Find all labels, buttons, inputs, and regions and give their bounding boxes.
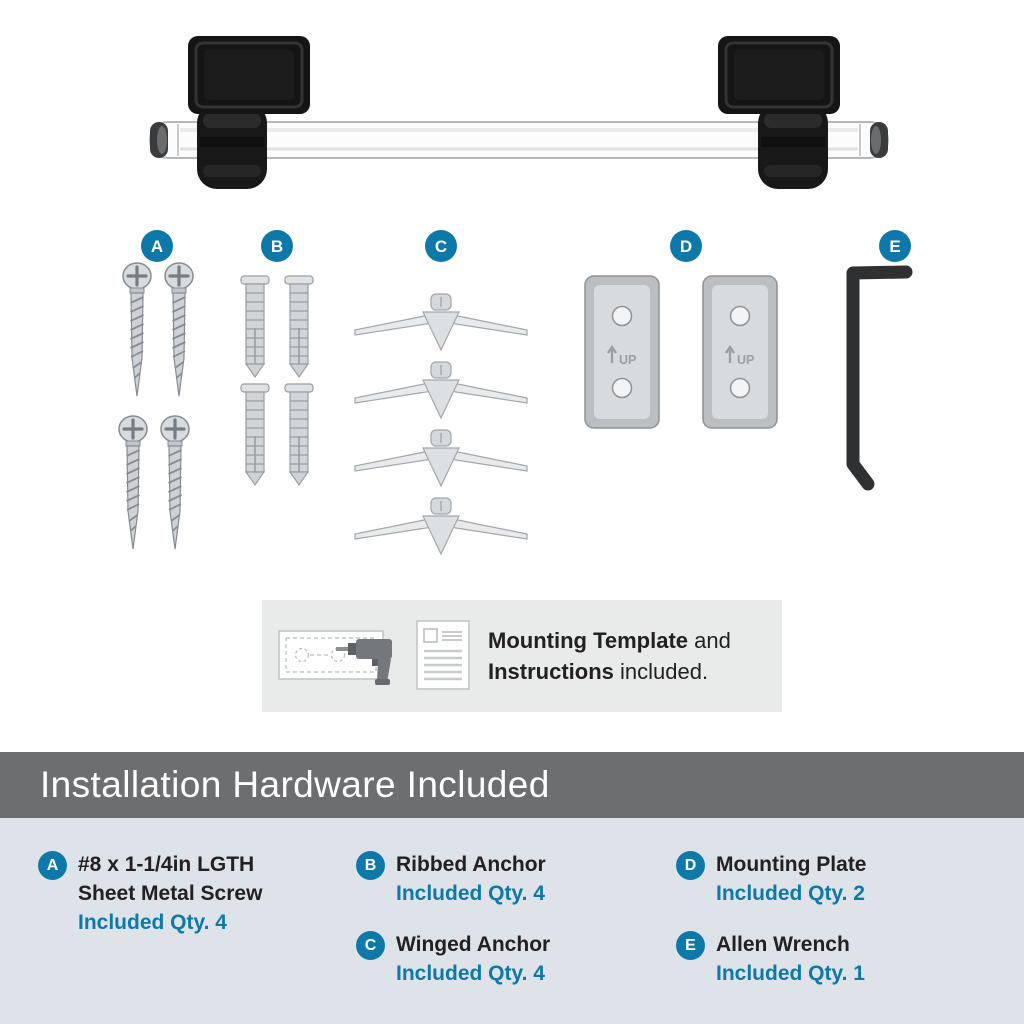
item-qty: Included Qty. 4 xyxy=(78,911,227,934)
right-collar xyxy=(758,103,828,189)
item-text-d: Mounting Plate Included Qty. 2 xyxy=(716,850,867,908)
item-name: Mounting Plate xyxy=(716,853,867,876)
winged-anchor-4 xyxy=(354,497,528,555)
item-letter-b: B xyxy=(364,856,377,874)
callout-b-letter: B xyxy=(270,236,284,256)
product-image xyxy=(149,34,889,189)
mounting-template-note: Mounting Template and Instructions inclu… xyxy=(262,600,782,712)
callout-d: D xyxy=(670,230,702,262)
item-badge-a: A xyxy=(38,851,67,880)
winged-anchor-1 xyxy=(354,293,528,351)
item-qty: Included Qty. 1 xyxy=(716,962,865,985)
instructions-doc-icon xyxy=(416,620,470,690)
screw-3 xyxy=(117,414,149,551)
screw-1 xyxy=(121,261,153,398)
hardware-item-winged-anchor: C Winged Anchor Included Qty. 4 xyxy=(356,930,550,988)
left-flange xyxy=(186,34,312,116)
hardware-item-mounting-plate: D Mounting Plate Included Qty. 2 xyxy=(676,850,867,908)
callout-b: B xyxy=(261,230,293,262)
screw-2 xyxy=(163,261,195,398)
callout-e-letter: E xyxy=(889,236,901,256)
item-badge-e: E xyxy=(676,931,705,960)
item-badge-b: B xyxy=(356,851,385,880)
item-name: Allen Wrench xyxy=(716,933,850,956)
hardware-diagram: UP xyxy=(117,261,913,555)
template-note-reg-2: included. xyxy=(613,659,709,684)
callout-c-letter: C xyxy=(434,236,448,256)
screw-4 xyxy=(159,414,191,551)
item-qty: Included Qty. 4 xyxy=(396,882,545,905)
callout-a-letter: A xyxy=(150,236,164,256)
left-collar xyxy=(197,103,267,189)
hardware-item-screw: A #8 x 1-1/4in LGTH Sheet Metal Screw In… xyxy=(38,850,262,937)
mounting-template-icon xyxy=(278,630,392,685)
hardware-item-allen-wrench: E Allen Wrench Included Qty. 1 xyxy=(676,930,865,988)
winged-anchor-2 xyxy=(354,361,528,419)
item-name-line1: #8 x 1-1/4in LGTH xyxy=(78,853,255,876)
template-note-reg-1: and xyxy=(688,628,731,653)
template-note-bold-2: Instructions xyxy=(488,659,614,684)
item-letter-d: D xyxy=(684,856,697,874)
item-text-a: #8 x 1-1/4in LGTH Sheet Metal Screw Incl… xyxy=(78,850,262,937)
callout-d-letter: D xyxy=(679,236,693,256)
ribbed-anchor-1 xyxy=(240,275,270,378)
mounting-plate-1 xyxy=(583,274,661,430)
item-badge-c: C xyxy=(356,931,385,960)
right-flange xyxy=(716,34,842,116)
ribbed-anchor-3 xyxy=(240,383,270,486)
item-text-c: Winged Anchor Included Qty. 4 xyxy=(396,930,550,988)
item-name: Ribbed Anchor xyxy=(396,853,546,876)
callout-e: E xyxy=(879,230,911,262)
footer xyxy=(0,818,1024,1024)
callout-a: A xyxy=(141,230,173,262)
item-qty: Included Qty. 4 xyxy=(396,962,545,985)
banner: Installation Hardware Included xyxy=(0,752,1024,818)
item-letter-a: A xyxy=(46,856,59,874)
drill-icon xyxy=(336,639,392,685)
item-letter-c: C xyxy=(364,936,377,954)
winged-anchor-3 xyxy=(354,429,528,487)
item-letter-e: E xyxy=(685,936,696,954)
ribbed-anchor-4 xyxy=(284,383,314,486)
item-name: Winged Anchor xyxy=(396,933,551,956)
mounting-plate-2 xyxy=(701,274,779,430)
template-note-text: Mounting Template and Instructions inclu… xyxy=(488,625,731,687)
item-name-line2: Sheet Metal Screw xyxy=(78,882,263,905)
banner-title: Installation Hardware Included xyxy=(40,764,550,805)
item-text-e: Allen Wrench Included Qty. 1 xyxy=(716,930,865,988)
item-qty: Included Qty. 2 xyxy=(716,882,865,905)
callout-c: C xyxy=(425,230,457,262)
allen-wrench-icon xyxy=(846,265,913,491)
item-badge-d: D xyxy=(676,851,705,880)
ribbed-anchor-2 xyxy=(284,275,314,378)
template-note-bold-1: Mounting Template xyxy=(488,628,689,653)
hardware-item-ribbed-anchor: B Ribbed Anchor Included Qty. 4 xyxy=(356,850,546,908)
item-text-b: Ribbed Anchor Included Qty. 4 xyxy=(396,850,546,908)
